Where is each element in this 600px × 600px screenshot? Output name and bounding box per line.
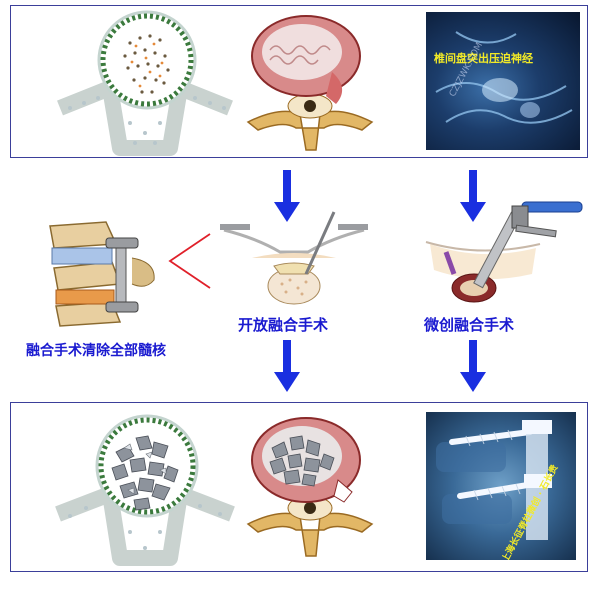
herniated-disc-illustration — [246, 15, 374, 151]
arrow-down-open-top — [274, 170, 300, 222]
disc-bone-graft-illustration — [246, 417, 374, 557]
xray-image: 上海长征脊柱微创 · 石长贵 — [426, 412, 576, 560]
bone-graft-cell-illustration — [55, 414, 235, 566]
open-surgery-illustration — [220, 211, 368, 305]
mri-caption: 椎间盘突出压迫神经 — [434, 52, 533, 65]
nucleus-cell-illustration-top — [57, 10, 233, 156]
red-bracket — [168, 233, 211, 289]
open-surgery-label: 开放融合手术 — [238, 316, 329, 334]
mis-surgery-illustration — [425, 201, 583, 303]
arrow-down-mis-top — [460, 170, 486, 222]
fusion-surgery-label: 融合手术清除全部髓核 — [26, 343, 166, 359]
mis-surgery-label: 微创融合手术 — [424, 316, 515, 334]
mri-image: 椎间盘突出压迫神经 CZJZWK.COM — [426, 12, 580, 150]
spine-implant-illustration — [49, 221, 155, 327]
arrow-down-mis-bottom — [460, 340, 486, 392]
arrow-down-open-bottom — [274, 340, 300, 392]
